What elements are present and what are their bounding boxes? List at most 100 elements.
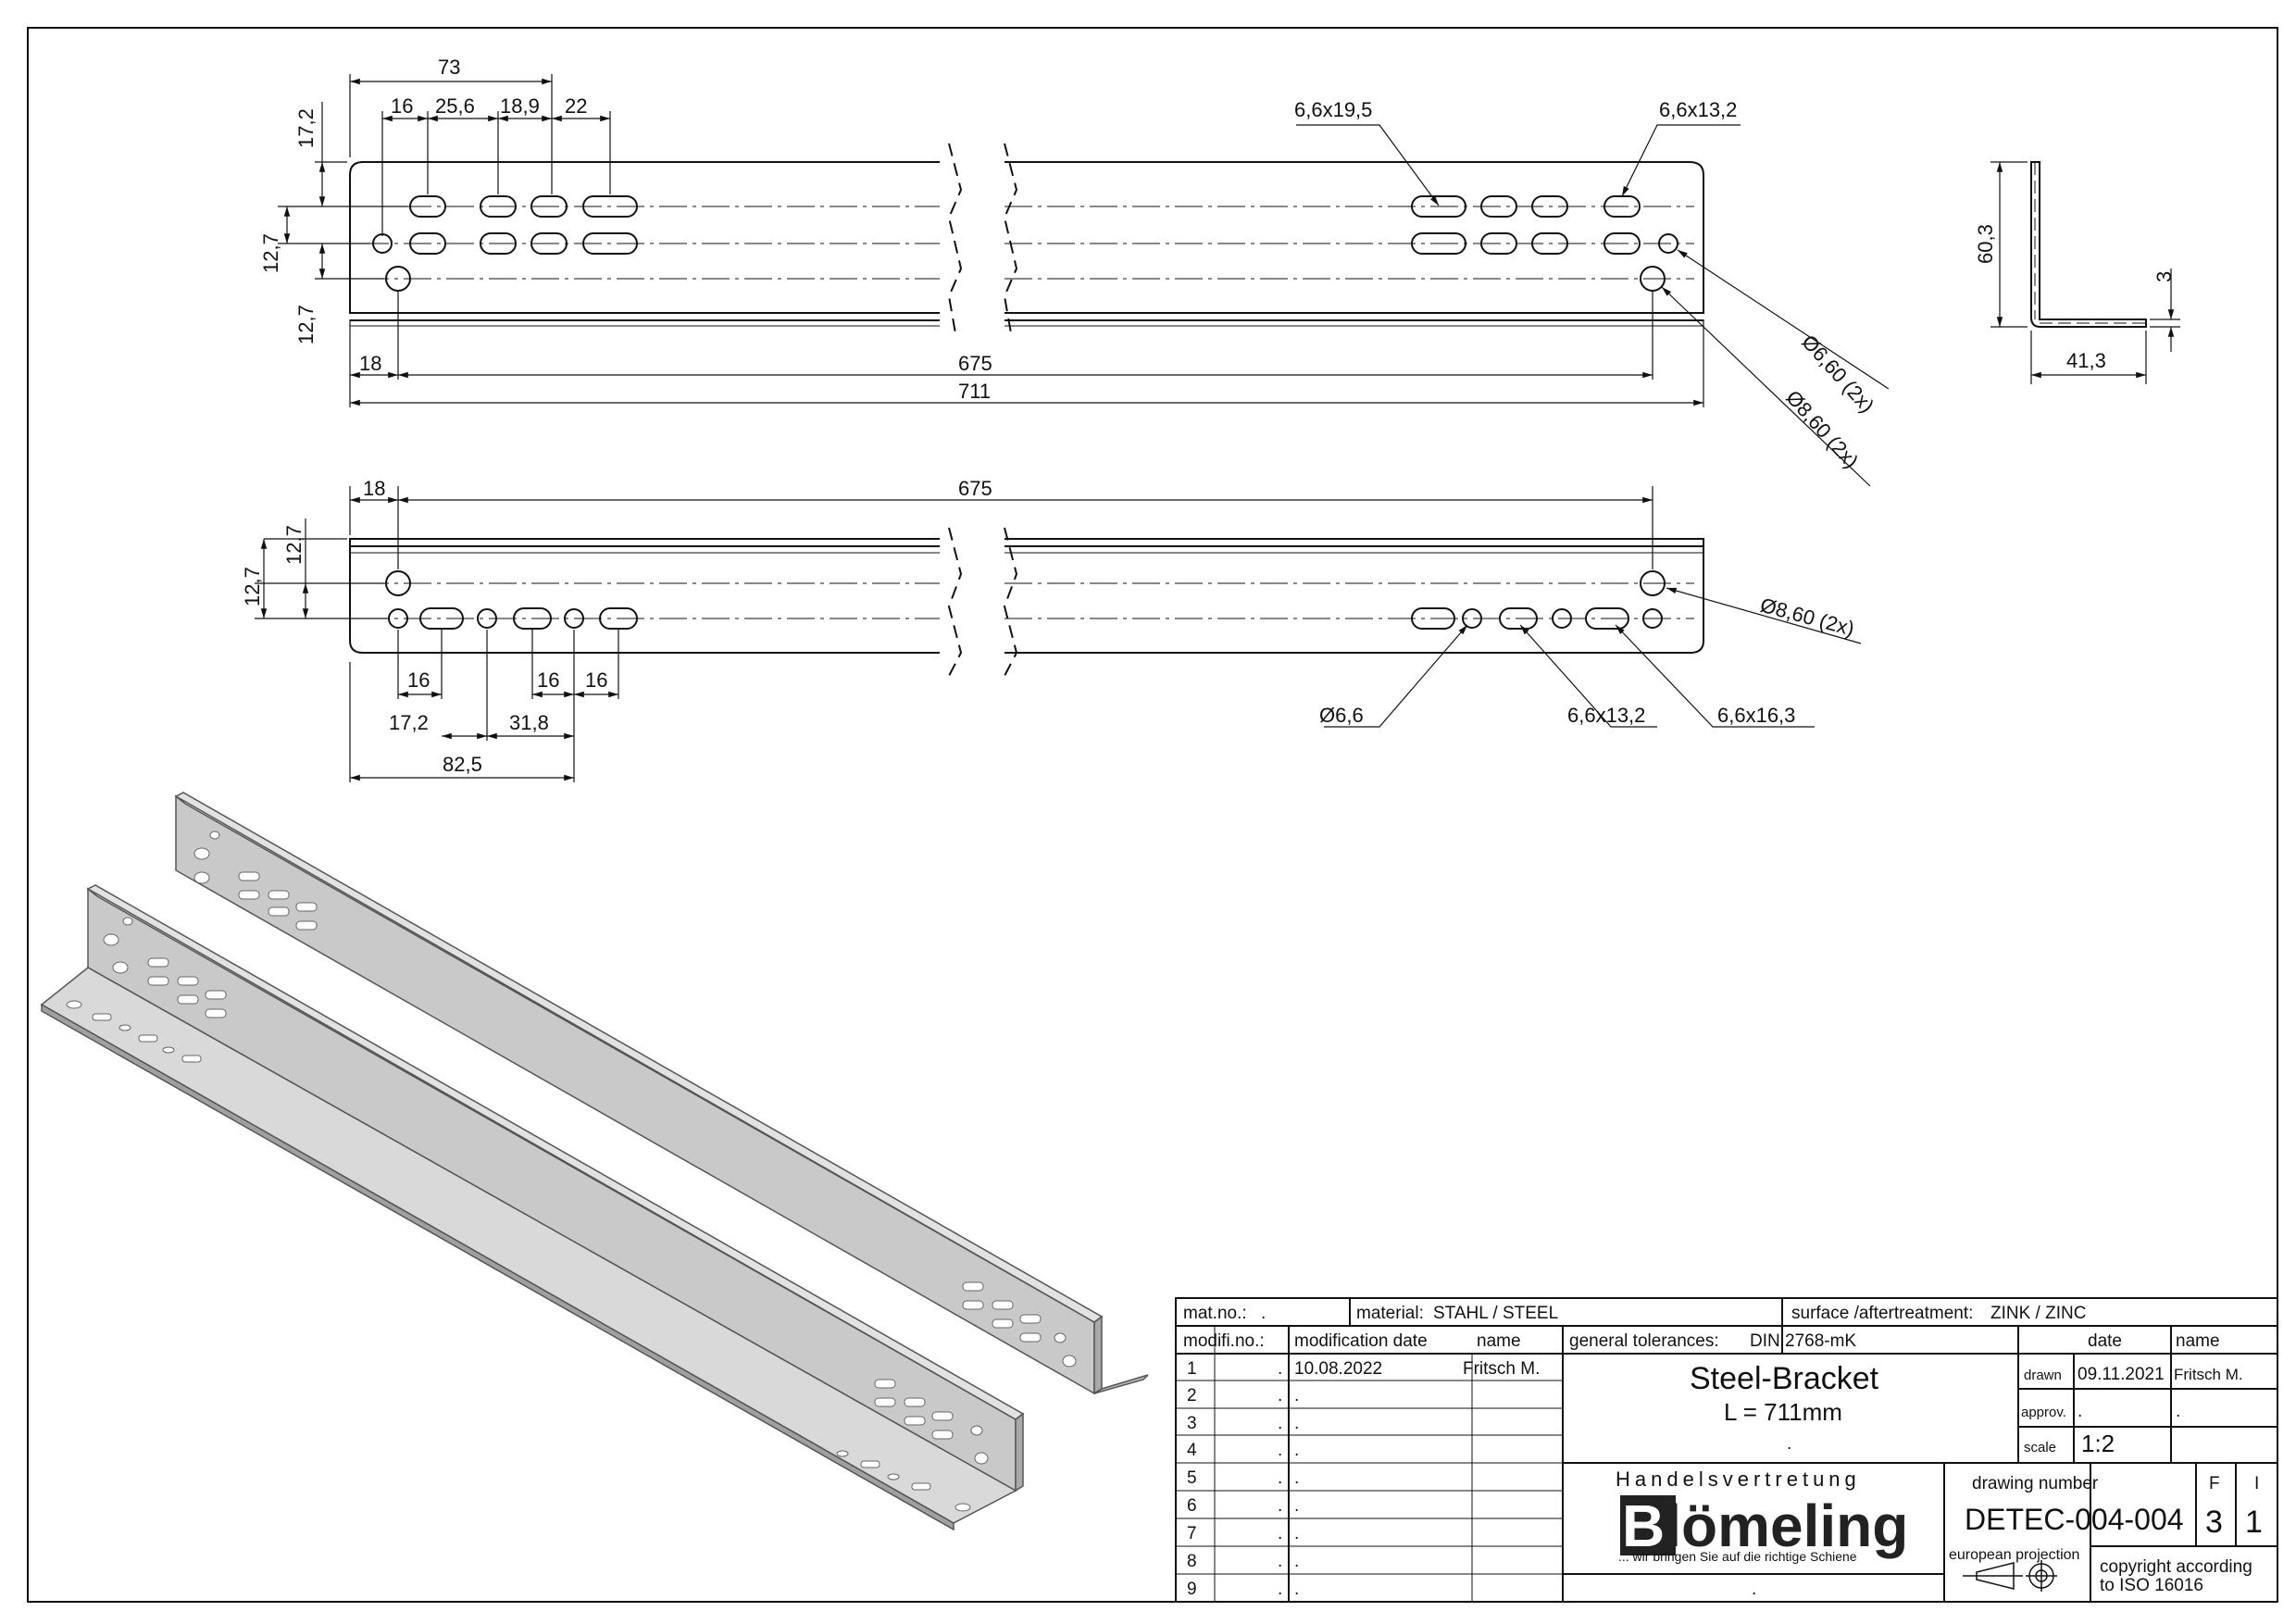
scale-value: 1:2 — [2081, 1430, 2115, 1457]
side-view — [1990, 161, 2180, 384]
mod-row-9-dot: . — [1278, 1580, 1282, 1599]
copyright-line-2: to ISO 16016 — [2100, 1576, 2203, 1595]
dim-front-675: 675 — [958, 477, 992, 500]
dim-front-31-8: 31,8 — [509, 711, 549, 734]
mod-row-9-no: 9 — [1187, 1580, 1197, 1599]
callout-front-hole-8-6: Ø8,60 (2x) — [1758, 593, 1857, 641]
dim-front-12-7-a: 12,7 — [282, 525, 306, 565]
drawing-title: Steel-Bracket — [1690, 1361, 1879, 1396]
mod-row-4-date: . — [1294, 1441, 1299, 1460]
drawing-title-dot: . — [1787, 1434, 1791, 1454]
front-view — [255, 486, 1862, 782]
mod-row-1-date: 10.08.2022 — [1294, 1359, 1382, 1379]
side-view-labels: 60,3 3 41,3 — [1974, 224, 2176, 372]
modifi-no-label: modifi.no.: — [1183, 1331, 1265, 1351]
drawing-number-label: drawing number — [1972, 1474, 2099, 1493]
mod-row-8-dot: . — [1278, 1552, 1282, 1571]
dim-675: 675 — [958, 352, 992, 375]
mod-row-4-dot: . — [1278, 1441, 1282, 1460]
mod-row-5-date: . — [1294, 1468, 1299, 1488]
material-label: material: — [1356, 1304, 1424, 1323]
mod-row-8-no: 8 — [1187, 1552, 1197, 1571]
dim-3: 3 — [2152, 271, 2176, 282]
mod-row-5-dot: . — [1278, 1468, 1282, 1488]
mod-row-3-no: 3 — [1187, 1414, 1197, 1433]
mod-row-5-no: 5 — [1187, 1468, 1197, 1488]
logo-name: Blömeling — [1622, 1493, 1908, 1559]
callout-front-slot-16-3: 6,6x16,3 — [1717, 704, 1795, 727]
format-value: 3 — [2205, 1505, 2223, 1540]
copyright-line-1: copyright according — [2100, 1557, 2252, 1577]
surface-label: surface /aftertreatment: — [1791, 1304, 1973, 1323]
title-block — [1175, 1297, 2278, 1603]
dim-12-7-b: 12,7 — [294, 305, 318, 344]
general-tolerances-label: general tolerances: — [1569, 1331, 1719, 1351]
mod-row-7-date: . — [1294, 1524, 1299, 1543]
bottom-dot: . — [1752, 1580, 1756, 1599]
dim-73: 73 — [438, 56, 460, 79]
dim-front-16-b: 16 — [537, 668, 559, 692]
modification-date-label: modification date — [1294, 1331, 1428, 1351]
mod-row-7-dot: . — [1278, 1524, 1282, 1543]
mod-row-1-dot: . — [1278, 1359, 1282, 1379]
mod-row-3-date: . — [1294, 1414, 1299, 1433]
dim-front-17-2: 17,2 — [389, 711, 429, 734]
dim-711: 711 — [958, 380, 991, 403]
logo-letter-block — [1620, 1495, 1676, 1555]
mat-no-label: mat.no.: — [1183, 1304, 1247, 1323]
general-tolerances-value: DIN 2768-mK — [1750, 1331, 1856, 1351]
projection-label: european projection — [1949, 1547, 2079, 1563]
callout-front-slot-13-2: 6,6x13,2 — [1567, 704, 1645, 727]
logo-top-text: Handelsvertretung — [1616, 1468, 1861, 1491]
drawing-subtitle: L = 711mm — [1724, 1398, 1842, 1426]
callout-slot-19-5: 6,6x19,5 — [1294, 98, 1372, 121]
dim-front-82-5: 82,5 — [443, 753, 482, 776]
title-block-text: mat.no.: . material: STAHL / STEEL surfa… — [1183, 1304, 2263, 1599]
front-view-labels: 18 675 12,7 12,7 16 16 16 17,2 31,8 82,5… — [241, 477, 1857, 776]
drawn-date: 09.11.2021 — [2078, 1365, 2165, 1384]
isometric-view — [40, 792, 1149, 1531]
scale-label: scale — [2024, 1440, 2056, 1455]
mod-row-2-date: . — [1294, 1386, 1299, 1405]
mod-row-2-no: 2 — [1187, 1386, 1197, 1405]
dim-18-9: 18,9 — [500, 94, 540, 118]
sheet-border — [27, 27, 2278, 1603]
dim-41-3: 41,3 — [2066, 349, 2106, 372]
mod-row-2-dot: . — [1278, 1386, 1282, 1405]
mod-row-6-date: . — [1294, 1496, 1299, 1516]
mod-row-1-name: Fritsch M. — [1463, 1359, 1540, 1379]
drawn-label: drawn — [2024, 1368, 2062, 1383]
dim-front-12-7-b: 12,7 — [241, 567, 264, 606]
approv-name: . — [2176, 1402, 2180, 1421]
callout-front-hole-6-6: Ø6,6 — [1319, 704, 1364, 727]
approv-date: . — [2078, 1402, 2082, 1421]
date-label: date — [2088, 1331, 2122, 1351]
top-view — [278, 74, 1890, 487]
dim-front-18: 18 — [363, 477, 385, 500]
mod-row-7-no: 7 — [1187, 1524, 1197, 1543]
name-label: name — [1477, 1331, 1521, 1351]
index-value: 1 — [2245, 1505, 2263, 1540]
mod-row-9-date: . — [1294, 1580, 1299, 1599]
material-value: STAHL / STEEL — [1433, 1304, 1558, 1323]
dim-front-16-c: 16 — [585, 668, 607, 692]
mod-row-8-date: . — [1294, 1552, 1299, 1571]
dim-17-2: 17,2 — [294, 108, 318, 148]
format-label: F — [2209, 1474, 2220, 1493]
dim-18: 18 — [359, 352, 381, 375]
dim-22: 22 — [565, 94, 587, 118]
approv-label: approv. — [2021, 1405, 2066, 1420]
drawing-number: DETEC-004-004 — [1965, 1503, 2184, 1536]
mod-row-6-no: 6 — [1187, 1496, 1197, 1516]
name-label-2: name — [2176, 1331, 2220, 1351]
mod-row-3-dot: . — [1278, 1414, 1282, 1433]
dim-front-16-a: 16 — [407, 668, 430, 692]
mod-row-4-no: 4 — [1187, 1441, 1197, 1460]
drawn-name: Fritsch M. — [2174, 1366, 2243, 1383]
dim-12-7-a: 12,7 — [259, 233, 282, 273]
company-logo: Handelsvertretung Blömeling ... wir brin… — [1616, 1468, 1908, 1564]
callout-slot-13-2: 6,6x13,2 — [1659, 98, 1737, 121]
mat-no-value: . — [1261, 1304, 1266, 1323]
surface-value: ZINK / ZINC — [1990, 1304, 2086, 1323]
